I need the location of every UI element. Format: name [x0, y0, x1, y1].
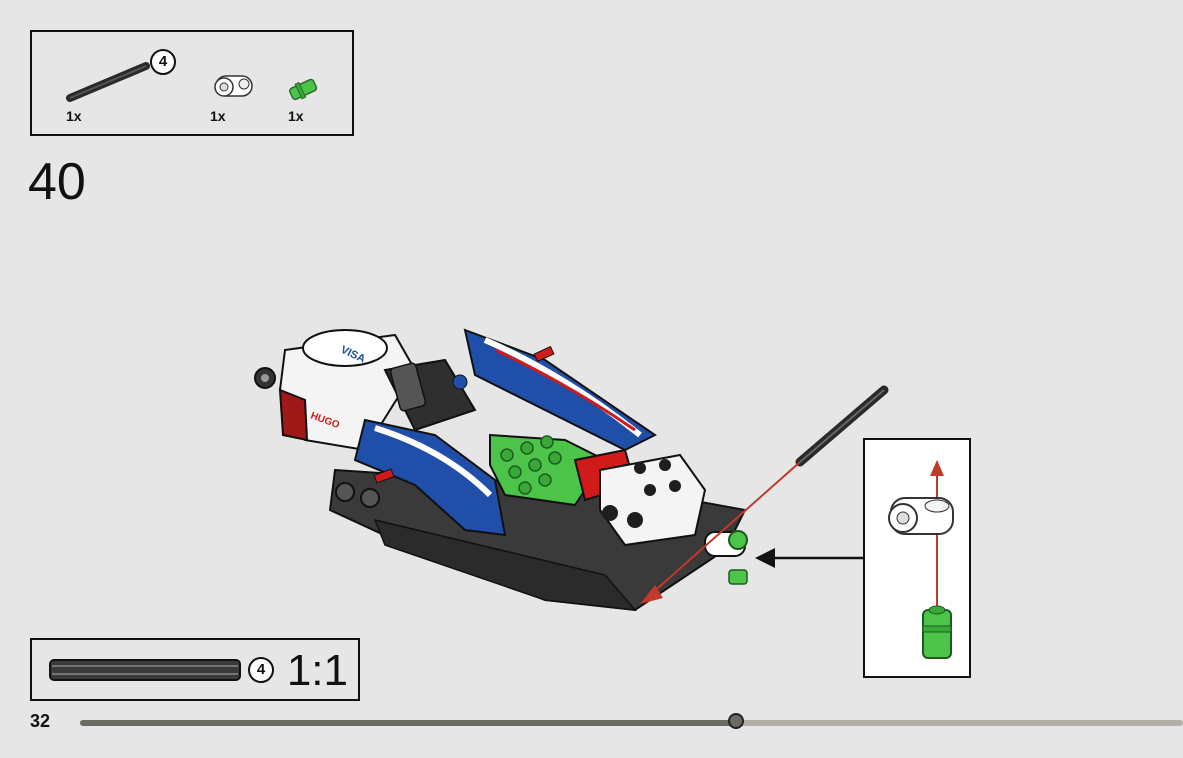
green-pin-qty: 1x	[288, 108, 304, 124]
page-number: 32	[30, 711, 51, 731]
axle-qty: 1x	[66, 108, 82, 124]
axle-scale-image	[49, 659, 241, 681]
progress-bar	[80, 713, 1183, 729]
blue-side-panel-left	[353, 418, 507, 537]
white-pin-connector-qty: 1x	[210, 108, 226, 124]
green-pin-image	[289, 78, 318, 101]
progress-fill	[80, 720, 737, 726]
scale-reference-box: 4 1:1	[30, 638, 360, 701]
sub-assembly-callout	[863, 438, 971, 678]
white-pin-connector-image	[214, 75, 253, 97]
step-number: 40	[28, 153, 86, 211]
axle-part-image	[66, 62, 150, 102]
scale-length-badge: 4	[248, 657, 274, 683]
parts-list-box: 4 1x 1x 1x	[30, 30, 354, 136]
scale-label: 1:1	[286, 646, 348, 695]
white-brick	[599, 453, 707, 547]
model-illustration: VISA HUGO	[254, 328, 748, 612]
callout-illustration	[888, 460, 954, 659]
progress-marker	[728, 713, 745, 729]
axle-insertion-arrow	[649, 461, 801, 596]
axle-length-badge: 4	[150, 49, 176, 75]
